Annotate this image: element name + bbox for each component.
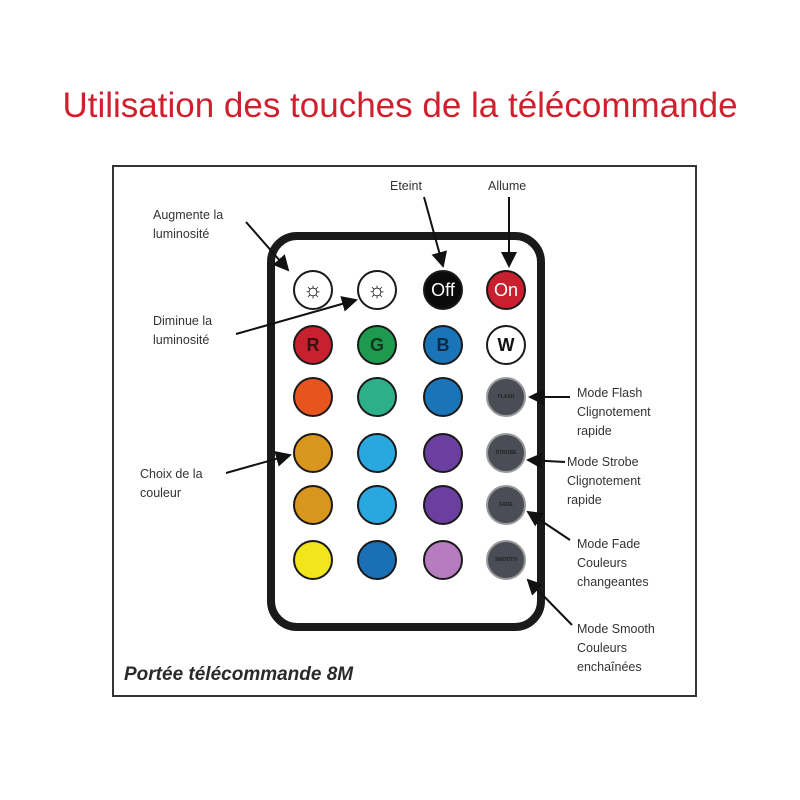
label-color-choice: Choix de la couleur [140,465,203,503]
label-on: Allume [488,179,527,193]
range-caption: Portée télécommande 8M [124,664,354,685]
smooth-button[interactable]: SMOOTH [486,540,526,580]
color-button-teal[interactable] [357,377,397,417]
color-button-amber[interactable] [293,433,333,473]
label-line: Clignotement [577,405,651,419]
label-line: Couleurs [577,641,628,655]
green-button[interactable]: G [357,325,397,365]
label-line: Diminue la [153,314,213,328]
label-off: Eteint [390,179,422,193]
label-line: luminosité [153,333,210,347]
blue-button[interactable]: B [423,325,463,365]
color-button-blue[interactable] [423,377,463,417]
color-button-darkblue[interactable] [357,540,397,580]
label-line: luminosité [153,227,210,241]
strobe-button[interactable]: STROBE [486,433,526,473]
label-line: Couleurs [577,556,628,570]
label-brightness-up: Augmente la luminosité [153,206,223,244]
color-button-sky-2[interactable] [357,485,397,525]
label-line: rapide [567,493,602,507]
fade-button[interactable]: FADE [486,485,526,525]
sun-icon: ☼ [366,277,388,302]
remote-control [267,232,545,631]
label-line: Mode Flash [577,386,643,400]
label-line: couleur [140,486,181,500]
label-line: Mode Strobe [567,455,639,469]
color-button-amber-2[interactable] [293,485,333,525]
label-brightness-down: Diminue la luminosité [153,312,212,350]
page-title: Utilisation des touches de la télécomman… [62,86,738,125]
red-button[interactable]: R [293,325,333,365]
label-line: Choix de la [140,467,203,481]
label-line: Mode Fade [577,537,641,551]
brightness-down-button[interactable]: ☼ [357,270,397,310]
color-button-purple-2[interactable] [423,485,463,525]
color-button-lilac[interactable] [423,540,463,580]
on-button[interactable]: On [486,270,526,310]
white-button[interactable]: W [486,325,526,365]
color-button-purple[interactable] [423,433,463,473]
brightness-up-button[interactable]: ☼ [293,270,333,310]
label-line: changeantes [577,575,649,589]
label-line: enchaînées [577,660,642,674]
label-line: Augmente la [153,208,224,222]
color-button-sky[interactable] [357,433,397,473]
flash-button[interactable]: FLASH [486,377,526,417]
label-line: Mode Smooth [577,622,655,636]
color-button-orange[interactable] [293,377,333,417]
color-button-yellow[interactable] [293,540,333,580]
off-button[interactable]: Off [423,270,463,310]
label-line: Clignotement [567,474,641,488]
label-line: rapide [577,424,612,438]
sun-icon: ☼ [302,277,324,302]
diagram-frame [112,165,697,697]
